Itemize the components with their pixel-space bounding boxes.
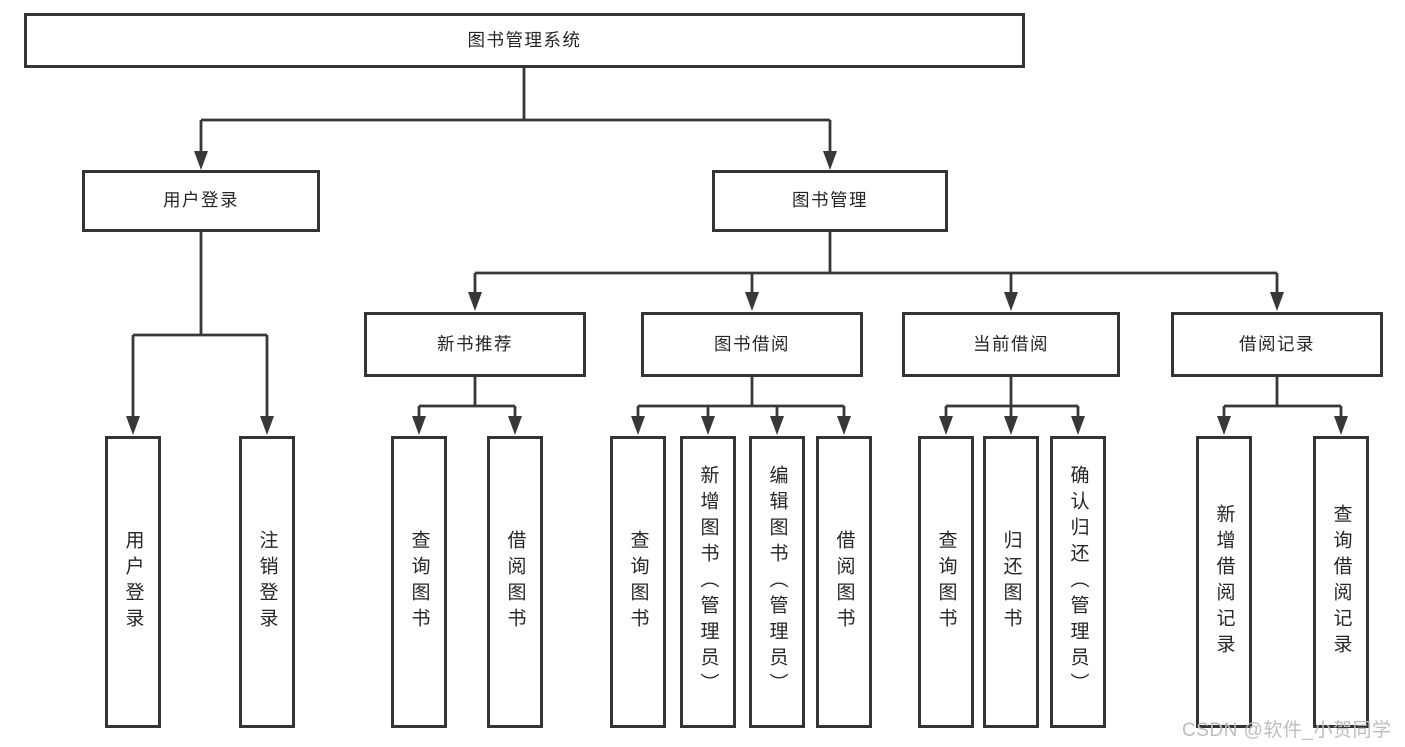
node-label: 注销登录: [256, 530, 278, 634]
node-label: 当前借阅: [973, 333, 1049, 354]
node-label: 查询图书: [408, 530, 430, 634]
leaf-add-book-admin: 新增图书（管理员）: [680, 436, 736, 728]
node-label: 用户登录: [163, 190, 239, 211]
node-label: 图书管理系统: [467, 29, 582, 50]
leaf-recommend-borrow-books: 借阅图书: [487, 436, 543, 728]
node-label: 新增借阅记录: [1213, 504, 1235, 660]
leaf-current-query-books: 查询图书: [918, 436, 974, 728]
leaf-edit-book-admin: 编辑图书（管理员）: [749, 436, 805, 728]
leaf-borrow-query-books: 查询图书: [610, 436, 666, 728]
leaf-confirm-return-admin: 确认归还（管理员）: [1050, 436, 1106, 728]
node-current-borrow: 当前借阅: [902, 312, 1120, 377]
node-label: 借阅图书: [833, 530, 855, 634]
node-borrow-records: 借阅记录: [1171, 312, 1383, 377]
leaf-return-books: 归还图书: [983, 436, 1039, 728]
node-book-management: 图书管理: [712, 170, 948, 232]
leaf-add-borrow-record: 新增借阅记录: [1196, 436, 1252, 728]
node-label: 查询图书: [935, 530, 957, 634]
node-user-login: 用户登录: [82, 170, 320, 232]
node-label: 新书推荐: [437, 333, 513, 354]
node-label: 新增图书（管理员）: [697, 465, 719, 699]
leaf-user-login: 用户登录: [105, 436, 161, 728]
node-book-borrow: 图书借阅: [641, 312, 863, 377]
node-label: 用户登录: [122, 530, 144, 634]
leaf-query-borrow-record: 查询借阅记录: [1313, 436, 1369, 728]
node-label: 确认归还（管理员）: [1067, 465, 1089, 699]
csdn-watermark: CSDN @软件_小贺同学: [1182, 720, 1392, 741]
node-label: 查询图书: [627, 530, 649, 634]
leaf-recommend-query-books: 查询图书: [391, 436, 447, 728]
node-label: 查询借阅记录: [1330, 504, 1352, 660]
node-label: 归还图书: [1000, 530, 1022, 634]
node-library-management-system: 图书管理系统: [24, 13, 1025, 68]
node-label: 借阅图书: [504, 530, 526, 634]
leaf-borrow-borrow-books: 借阅图书: [816, 436, 872, 728]
node-label: 图书借阅: [714, 333, 790, 354]
node-label: 借阅记录: [1239, 333, 1315, 354]
leaf-logout: 注销登录: [239, 436, 295, 728]
node-label: 图书管理: [792, 190, 868, 211]
node-label: 编辑图书（管理员）: [766, 465, 788, 699]
node-new-book-recommend: 新书推荐: [364, 312, 586, 377]
